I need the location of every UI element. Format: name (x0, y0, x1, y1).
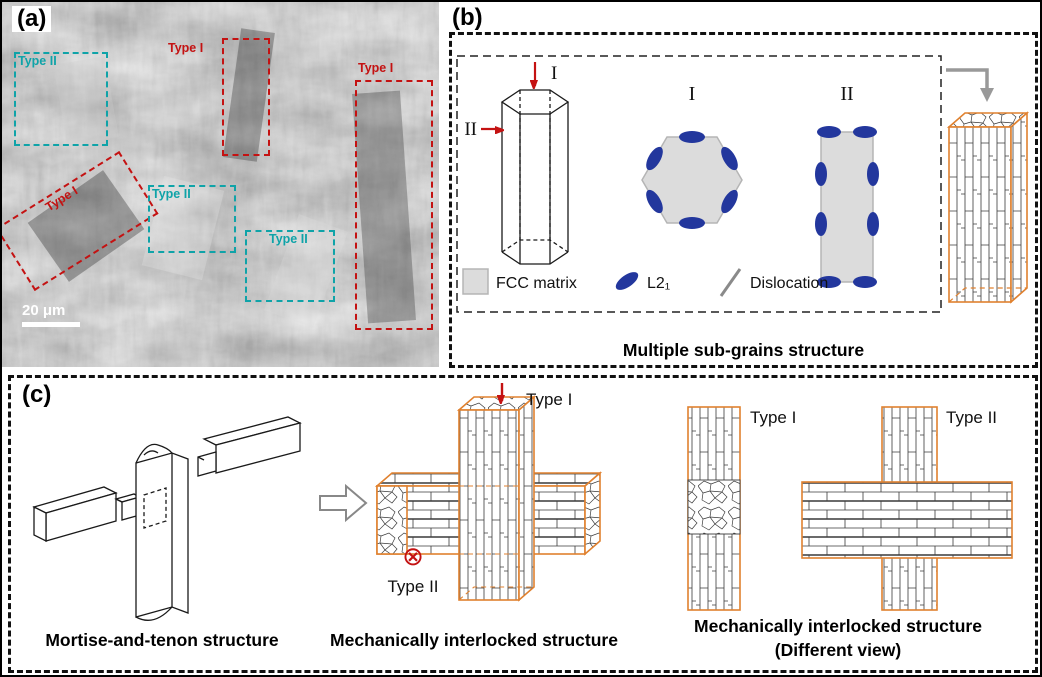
mortise-caption: Mortise-and-tenon structure (45, 630, 279, 650)
cross-section-type2: II (815, 83, 879, 288)
flat-type2-label: Type II (946, 408, 997, 427)
grain-streaks (27, 28, 416, 328)
type1-region-box (222, 38, 270, 156)
sub-grain-column-3d (946, 111, 1030, 304)
scale-bar-text: 20 μm (22, 302, 66, 319)
direction-II-label: II (464, 119, 477, 140)
hexagonal-prism-drawing (500, 89, 570, 265)
scale-bar: 20 μm (22, 302, 80, 327)
flat-type1-label: Type I (750, 408, 796, 427)
panel-a: Type II Type I Type I Type I Type II Typ… (2, 2, 439, 367)
fcc-matrix-label: FCC matrix (496, 275, 577, 292)
panel-a-letter: (a) (12, 6, 52, 32)
cross-section-type1: I (641, 83, 743, 229)
inner-dashed-frame (456, 55, 942, 313)
section-II-label: II (840, 83, 853, 105)
into-page-symbol: ⊗ (402, 541, 424, 571)
type1-region-label: Type I (358, 61, 394, 75)
dislocation-label: Dislocation (750, 275, 828, 292)
panel-c-schematic: Type I ⊗ Type II Type I Type II (32, 383, 1013, 621)
different-view-caption-line1: Mechanically interlocked structure (694, 616, 982, 636)
l21-ellipse-icon (615, 272, 639, 290)
cross-type2-label: Type II (387, 577, 438, 596)
scale-bar-line (22, 322, 80, 327)
type2-region-label: Type II (18, 54, 57, 68)
flat-view-type1: Type I (687, 406, 796, 611)
type2-region-label: Type II (152, 187, 191, 201)
transform-arrow-icon (319, 483, 368, 523)
interlocked-cross-3d (374, 395, 603, 602)
type2-region-box (148, 185, 236, 253)
sem-micrograph (2, 2, 439, 367)
cross-type1-label: Type I (526, 390, 572, 409)
panel-c-letter: (c) (22, 381, 52, 408)
panel-b-letter: (b) (452, 4, 483, 31)
panel-b-border (449, 32, 1038, 368)
dislocation-icon (719, 268, 742, 297)
type2-region-label: Type II (269, 232, 308, 246)
l21-label: L2₁ (647, 275, 670, 292)
panel-b-caption: Multiple sub-grains structure (622, 340, 865, 360)
interlocked-caption: Mechanically interlocked structure (330, 630, 618, 650)
direction-I-label: I (551, 63, 557, 84)
section-I-label: I (689, 83, 696, 105)
different-view-caption-line2: (Different view) (774, 639, 902, 660)
mortise-tenon-drawing (32, 416, 302, 621)
panel-b-schematic: I II I II F (456, 55, 1030, 313)
type1-region-box (355, 80, 433, 330)
panel-c-border (8, 375, 1038, 673)
legend: FCC matrix L2₁ Dislocation (462, 268, 828, 297)
different-view-caption: Mechanically interlocked structure (Diff… (682, 615, 994, 662)
type2-region-box (245, 230, 335, 302)
type1-region-label: Type I (168, 41, 204, 55)
zoom-arrow-icon (946, 68, 994, 102)
fcc-matrix-swatch (462, 268, 489, 295)
flat-view-type2: Type II (801, 406, 1013, 611)
type2-region-box (14, 52, 108, 146)
